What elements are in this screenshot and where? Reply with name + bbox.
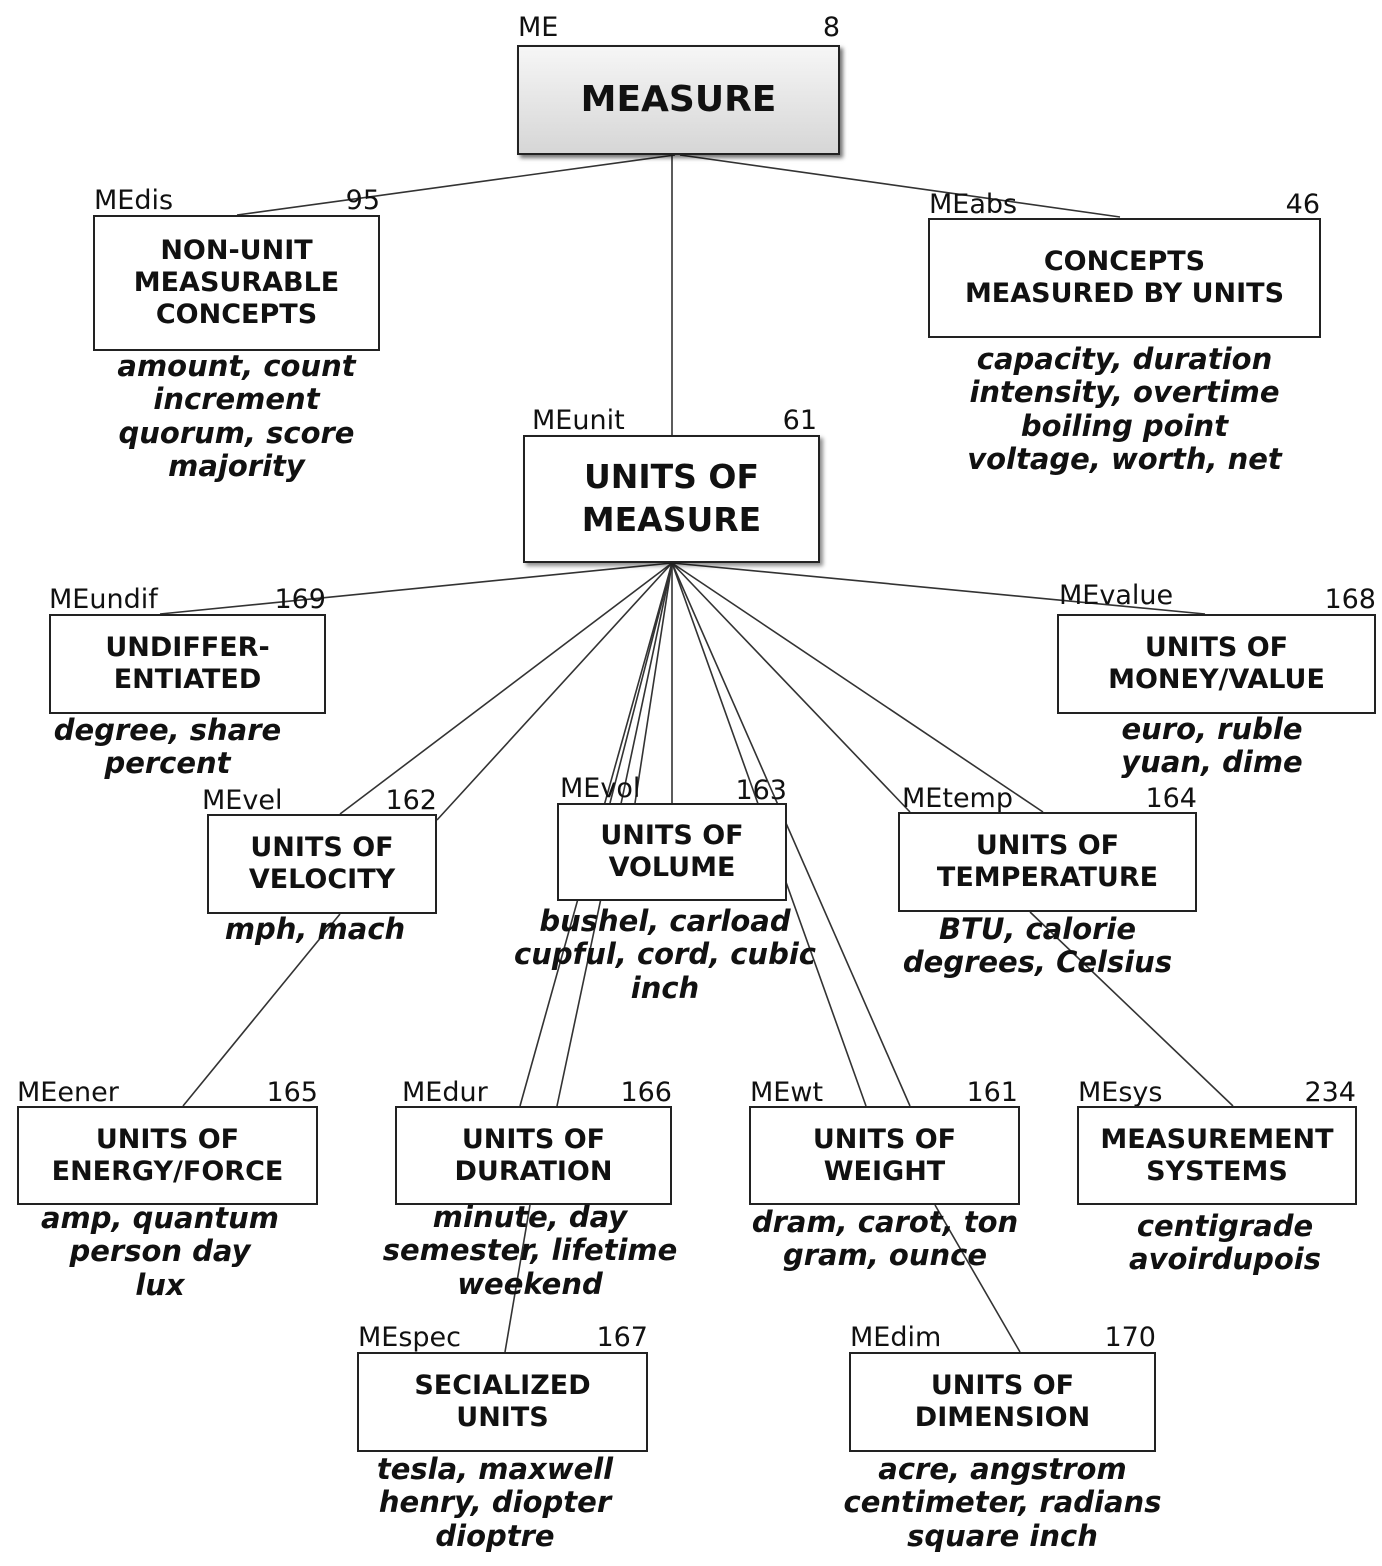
edge-meunit-mevel-b [436,562,673,821]
node-examples: dram, carot, ton gram, ounce [751,1205,1019,1273]
node-count: 234 [1304,1077,1356,1108]
node-label: MEASURE [580,78,777,120]
node-box: UNITS OF DURATION [395,1106,672,1205]
node-box: UNITS OF VOLUME [557,803,787,901]
node-count: 166 [620,1077,672,1108]
node-examples: bushel, carload cupful, cord, cubic inch [514,904,816,1005]
edge-medur-mespec [504,1204,531,1353]
node-code: MEunit [532,405,625,436]
node-label: NON-UNIT MEASURABLE CONCEPTS [133,235,340,330]
edge-meunit-metemp-b [671,562,1044,813]
node-code: MEvol [560,773,641,804]
node-label: UNITS OF VOLUME [600,820,744,883]
node-box: UNITS OF MONEY/VALUE [1057,614,1376,714]
node-label: UNITS OF ENERGY/FORCE [51,1123,284,1187]
node-examples: amount, count increment quorum, score ma… [117,349,356,484]
edge-me-medis [236,154,676,216]
node-label: UNITS OF DIMENSION [914,1370,1091,1433]
node-examples: centigrade avoirdupois [1129,1209,1321,1277]
edge-meunit-mevel-a [339,562,673,815]
node-box: UNITS OF ENERGY/FORCE [17,1106,318,1205]
node-count: 167 [596,1322,648,1353]
node-examples: degree, share percent [53,713,282,781]
node-examples: amp, quantum person day lux [40,1201,279,1302]
node-label: UNDIFFER- ENTIATED [105,632,270,695]
node-label: UNITS OF DURATION [454,1123,613,1187]
node-code: MEvalue [1059,580,1174,611]
node-code: MEener [17,1077,119,1108]
node-count: 169 [274,584,326,615]
edge-mewt-medim [934,1204,1021,1353]
node-examples: capacity, duration intensity, overtime b… [967,342,1282,477]
node-box: CONCEPTS MEASURED BY UNITS [928,218,1321,338]
node-label: UNITS OF WEIGHT [812,1123,957,1187]
node-examples: mph, mach [224,912,406,946]
node-code: MEspec [358,1322,462,1353]
node-count: 168 [1324,584,1376,615]
node-examples: minute, day semester, lifetime weekend [382,1200,678,1301]
node-code: MEtemp [902,783,1013,814]
node-box: UNITS OF TEMPERATURE [898,812,1197,912]
node-count: 161 [966,1077,1018,1108]
node-code: MEwt [750,1077,824,1108]
node-box: UNDIFFER- ENTIATED [49,614,326,714]
node-code: MEsys [1078,1077,1163,1108]
node-examples: tesla, maxwell henry, diopter dioptre [376,1452,614,1553]
node-count: 170 [1104,1322,1156,1353]
edge-meunit-mevalue [671,562,1206,615]
node-label: UNITS OF MONEY/VALUE [1108,632,1325,695]
node-label: UNITS OF TEMPERATURE [936,830,1159,893]
node-label: MEASUREMENT SYSTEMS [1100,1123,1334,1187]
node-box: UNITS OF VELOCITY [207,814,437,914]
node-count: 162 [385,785,437,816]
node-label: UNITS OF MEASURE [581,457,762,539]
node-box: UNITS OF MEASURE [523,435,820,563]
node-count: 61 [782,405,817,436]
node-code: MEdim [850,1322,942,1353]
node-label: UNITS OF VELOCITY [248,832,396,895]
node-count: 8 [822,12,840,43]
node-count: 95 [345,185,380,216]
node-count: 165 [266,1077,318,1108]
edge-meunit-mevol-b [634,562,673,804]
edge-meunit-mewt-b [671,562,911,1107]
node-box: UNITS OF WEIGHT [749,1106,1020,1205]
node-examples: acre, angstrom centimeter, radians squar… [843,1452,1162,1553]
node-code: MEvel [202,785,283,816]
node-code: MEdis [94,185,174,216]
node-box: MEASUREMENT SYSTEMS [1077,1106,1357,1205]
node-box: NON-UNIT MEASURABLE CONCEPTS [93,215,380,351]
node-count: 164 [1145,783,1197,814]
edge-me-meabs [679,154,1121,218]
node-code: MEdur [402,1077,488,1108]
node-box: UNITS OF DIMENSION [849,1352,1156,1452]
node-box: SECIALIZED UNITS [357,1352,648,1452]
edge-meunit-meundif [159,562,673,615]
node-label: CONCEPTS MEASURED BY UNITS [964,246,1285,309]
node-examples: BTU, calorie degrees, Celsius [902,912,1173,980]
node-examples: euro, ruble yuan, dime [1121,712,1303,780]
node-code: MEabs [929,189,1018,220]
edge-metemp-mesys [1029,911,1234,1107]
node-count: 46 [1285,189,1320,220]
node-code: ME [518,12,559,43]
edge-meunit-mevol-a [609,562,673,804]
edge-meunit-metemp-a [671,562,911,813]
node-code: MEundif [49,584,158,615]
node-box: MEASURE [517,45,840,155]
edge-mevel-meener [182,913,341,1107]
node-label: SECIALIZED UNITS [414,1370,591,1433]
node-count: 163 [735,775,787,806]
